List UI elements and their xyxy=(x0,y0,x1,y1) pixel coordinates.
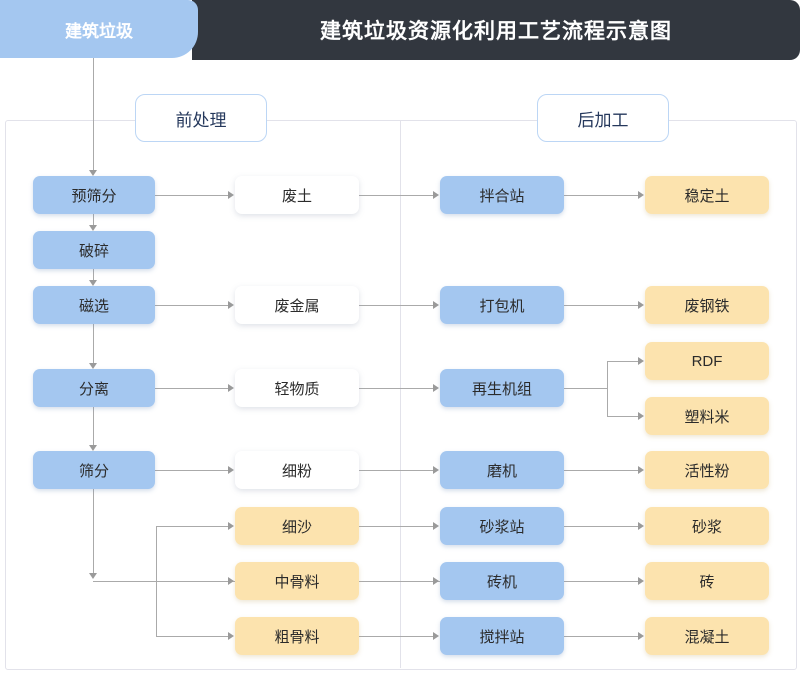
connector-bus-to-fine-sand xyxy=(156,526,230,527)
connector-mill-to-activepowder xyxy=(564,470,640,471)
node-coarse-aggregate[interactable]: 粗骨料 xyxy=(235,617,359,655)
connector-aggregate-bus-vertical xyxy=(156,526,157,637)
arrow-lightmaterial-to-recycleunit xyxy=(433,384,439,392)
connector-source-to-prescreen xyxy=(93,58,94,170)
node-mortar[interactable]: 砂浆 xyxy=(645,507,769,545)
arrow-mixstation-to-stabilizedsoil xyxy=(638,191,644,199)
node-waste-metal[interactable]: 废金属 xyxy=(235,286,359,324)
arrow-batchplant-to-concrete xyxy=(638,632,644,640)
node-batching-plant[interactable]: 搅拌站 xyxy=(440,617,564,655)
node-mill[interactable]: 磨机 xyxy=(440,451,564,489)
connector-recycleunit-to-rdf xyxy=(607,361,640,362)
connector-wastemetal-to-baler xyxy=(359,305,435,306)
arrow-baler-to-scrapsteel xyxy=(638,301,644,309)
node-rdf[interactable]: RDF xyxy=(645,342,769,380)
node-brick-machine[interactable]: 砖机 xyxy=(440,562,564,600)
arrow-magnetic-to-separate xyxy=(89,363,97,369)
connector-mixstation-to-stabilizedsoil xyxy=(564,195,640,196)
connector-baler-to-scrapsteel xyxy=(564,305,640,306)
arrow-screen-to-aggregate-bus xyxy=(89,573,97,579)
node-active-powder[interactable]: 活性粉 xyxy=(645,451,769,489)
arrow-prescreen-to-crush xyxy=(89,225,97,231)
source-tab: 建筑垃圾 xyxy=(0,0,198,58)
arrow-bus-to-fine-sand xyxy=(228,522,234,530)
node-brick[interactable]: 砖 xyxy=(645,562,769,600)
arrow-wastesoil-to-mixstation xyxy=(433,191,439,199)
arrow-prescreen-to-wastesoil xyxy=(228,191,234,199)
connector-batchplant-to-concrete xyxy=(564,636,640,637)
node-stabilized-soil[interactable]: 稳定土 xyxy=(645,176,769,214)
arrow-screen-to-finepowder xyxy=(228,466,234,474)
connector-lightmaterial-to-recycleunit xyxy=(359,388,435,389)
arrow-separate-to-lightmaterial xyxy=(228,384,234,392)
node-mixing-station[interactable]: 拌合站 xyxy=(440,176,564,214)
node-light-material[interactable]: 轻物质 xyxy=(235,369,359,407)
arrow-separate-to-screen xyxy=(89,445,97,451)
connector-recycleunit-to-plasticpellet xyxy=(607,416,640,417)
connector-screen-to-finepowder xyxy=(155,470,230,471)
node-screening[interactable]: 筛分 xyxy=(33,451,155,489)
node-fine-powder[interactable]: 细粉 xyxy=(235,451,359,489)
arrow-mortarstation-to-mortar xyxy=(638,522,644,530)
arrow-wastemetal-to-baler xyxy=(433,301,439,309)
connector-separate-to-screen xyxy=(93,407,94,445)
header-bar xyxy=(192,0,800,60)
arrow-bus-to-medium-aggregate xyxy=(228,577,234,585)
node-fine-sand[interactable]: 细沙 xyxy=(235,507,359,545)
section-label-post: 后加工 xyxy=(537,94,669,142)
connector-crush-to-magnetic xyxy=(93,269,94,280)
arrow-bus-to-coarse-aggregate xyxy=(228,632,234,640)
node-crush[interactable]: 破碎 xyxy=(33,231,155,269)
arrow-magnetic-to-wastemetal xyxy=(228,301,234,309)
arrow-crush-to-magnetic xyxy=(89,280,97,286)
section-divider xyxy=(400,120,401,668)
node-separation[interactable]: 分离 xyxy=(33,369,155,407)
node-waste-soil[interactable]: 废土 xyxy=(235,176,359,214)
connector-wastesoil-to-mixstation xyxy=(359,195,435,196)
connector-recycleunit-split-vertical xyxy=(607,361,608,416)
arrow-finepowder-to-mill xyxy=(433,466,439,474)
arrow-brickmachine-to-brick xyxy=(638,577,644,585)
connector-finesand-to-mortarstation xyxy=(359,526,435,527)
arrow-finesand-to-mortarstation xyxy=(433,522,439,530)
node-recycling-unit[interactable]: 再生机组 xyxy=(440,369,564,407)
connector-magnetic-to-wastemetal xyxy=(155,305,230,306)
node-prescreen[interactable]: 预筛分 xyxy=(33,176,155,214)
page-title: 建筑垃圾资源化利用工艺流程示意图 xyxy=(320,20,672,43)
connector-finepowder-to-mill xyxy=(359,470,435,471)
node-plastic-pellet[interactable]: 塑料米 xyxy=(645,397,769,435)
connector-prescreen-to-wastesoil xyxy=(155,195,230,196)
node-magnetic-separation[interactable]: 磁选 xyxy=(33,286,155,324)
node-baler[interactable]: 打包机 xyxy=(440,286,564,324)
arrow-source-to-prescreen xyxy=(89,170,97,176)
node-medium-aggregate[interactable]: 中骨料 xyxy=(235,562,359,600)
connector-bus-to-coarse-aggregate xyxy=(156,636,230,637)
node-scrap-steel[interactable]: 废钢铁 xyxy=(645,286,769,324)
node-concrete[interactable]: 混凝土 xyxy=(645,617,769,655)
connector-coarseaggregate-to-batchplant xyxy=(359,636,435,637)
node-mortar-station[interactable]: 砂浆站 xyxy=(440,507,564,545)
section-label-pre: 前处理 xyxy=(135,94,267,142)
arrow-mill-to-activepowder xyxy=(638,466,644,474)
arrow-coarseaggregate-to-batchplant xyxy=(433,632,439,640)
connector-magnetic-to-separate xyxy=(93,324,94,363)
arrow-recycleunit-to-rdf xyxy=(638,357,644,365)
connector-mortarstation-to-mortar xyxy=(564,526,640,527)
connector-brickmachine-to-brick xyxy=(564,581,640,582)
connector-screen-to-aggregate-bus xyxy=(93,489,94,573)
connector-separate-to-lightmaterial xyxy=(155,388,230,389)
arrow-mediumaggregate-to-brickmachine xyxy=(433,577,439,585)
arrow-recycleunit-to-plasticpellet xyxy=(638,412,644,420)
connector-prescreen-to-crush xyxy=(93,214,94,225)
connector-mediumaggregate-to-brickmachine xyxy=(359,581,435,582)
connector-recycleunit-trunk xyxy=(564,388,608,389)
